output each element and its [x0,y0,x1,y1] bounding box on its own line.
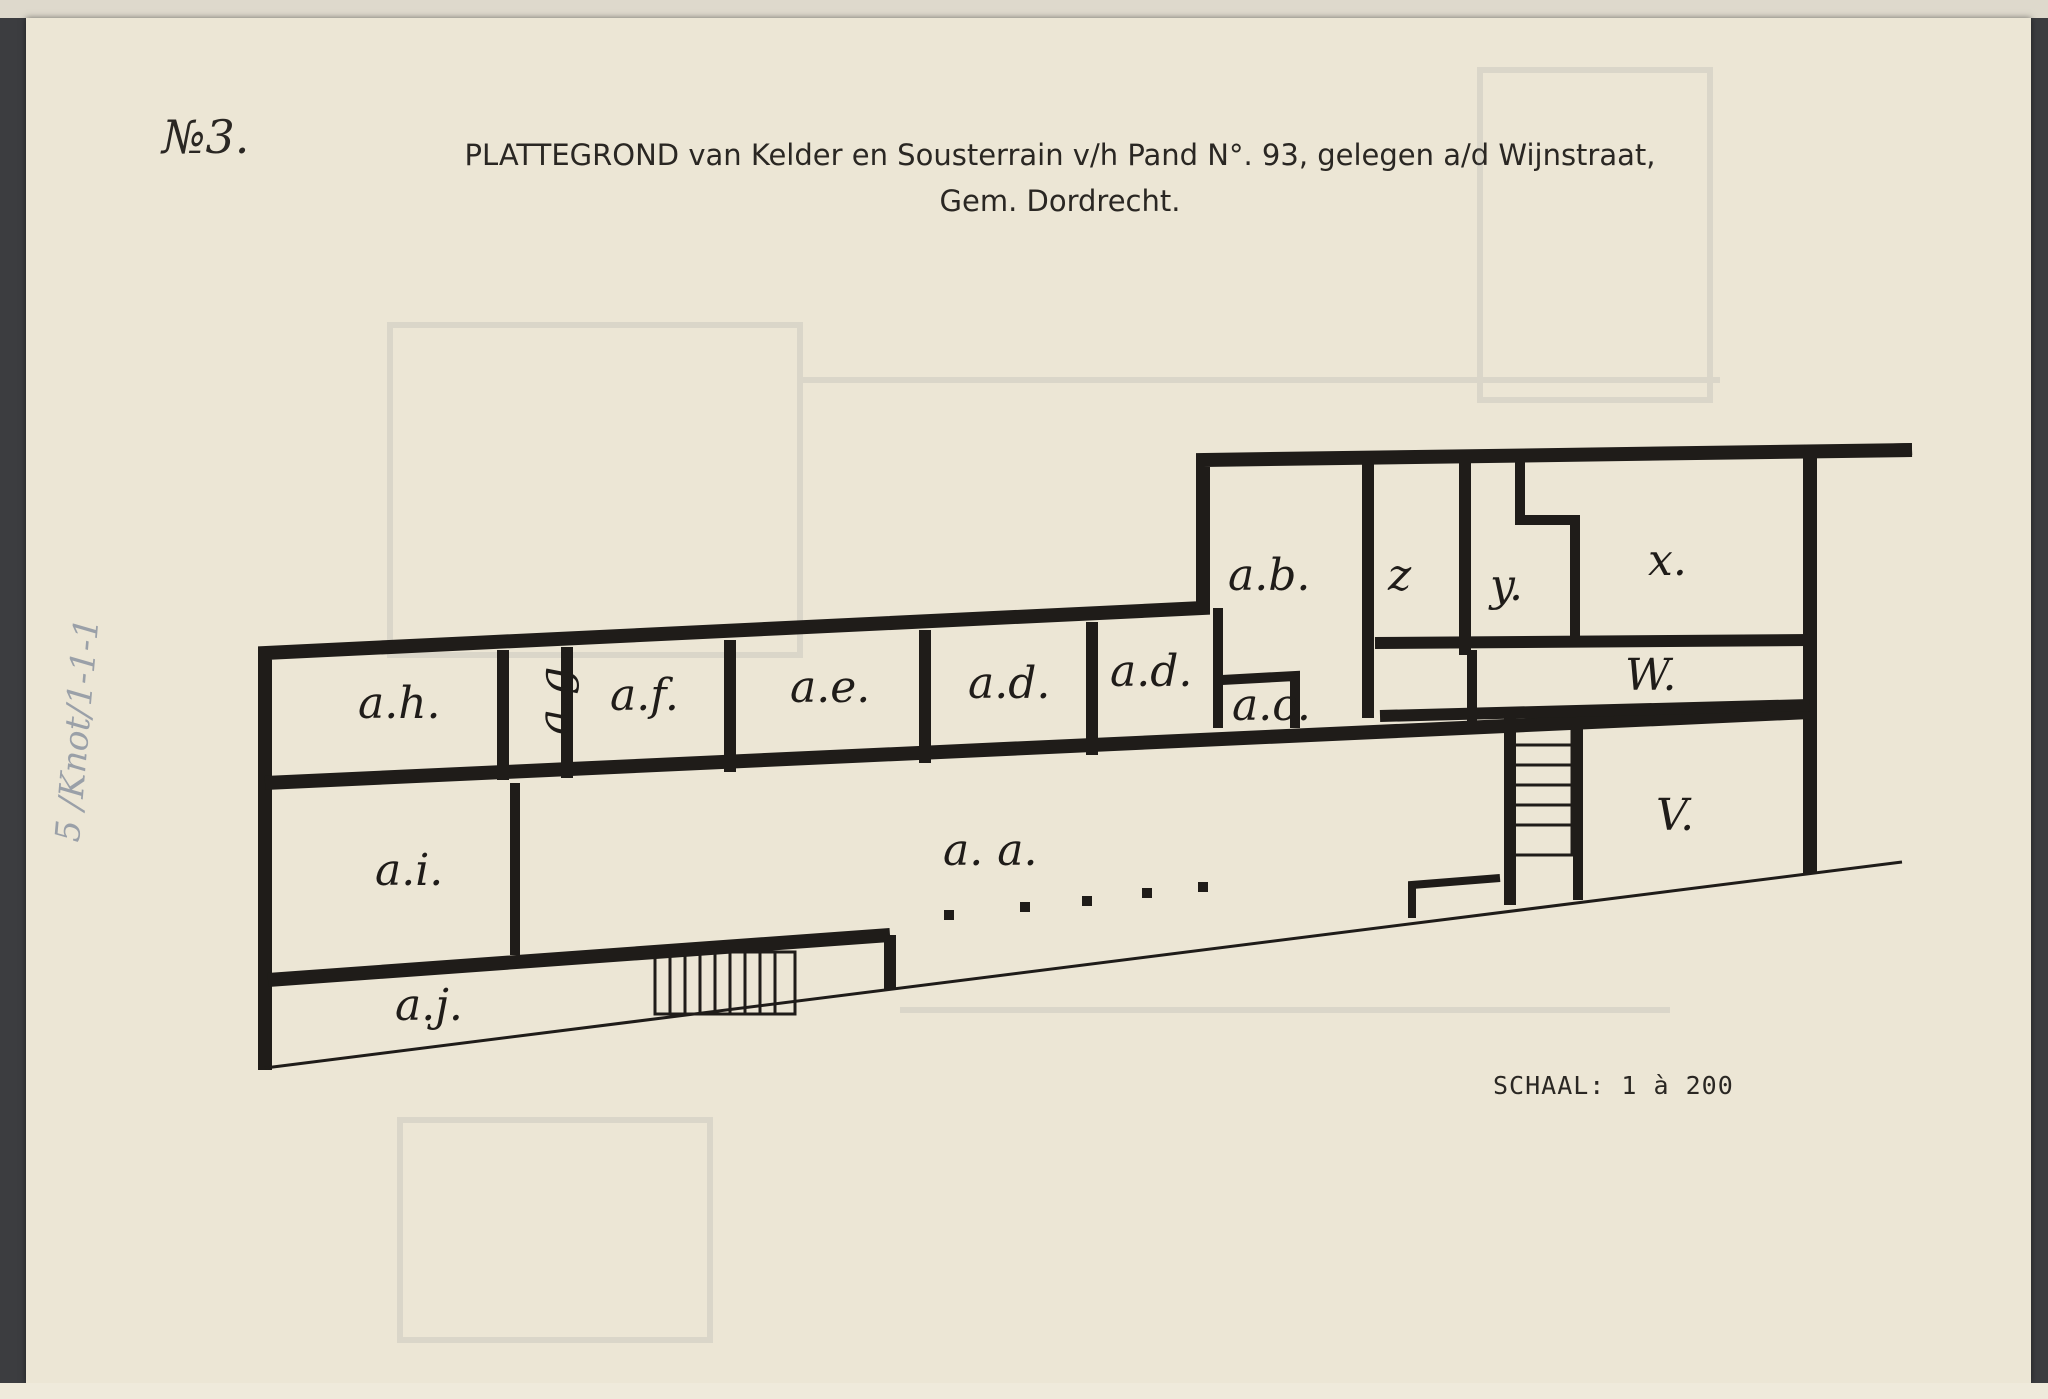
stair-left [653,950,797,1016]
room-label-af: a.f. [610,670,679,721]
room-label-ae: a.e. [790,662,870,713]
scale-note: SCHAAL: 1 à 200 [1493,1071,1734,1100]
room-label-ab: a.b. [1228,550,1310,601]
plan-title: PLATTEGROND van Kelder en Sousterrain v/… [360,132,1760,224]
room-label-x: x. [1648,535,1687,586]
title-line-1: PLATTEGROND van Kelder en Sousterrain v/… [464,138,1656,172]
title-line-2: Gem. Dordrecht. [939,184,1181,218]
room-label-ad-1: a.d. [968,658,1050,709]
room-label-ag: a.g. [529,653,580,735]
scan-bottom-edge [0,1383,2048,1399]
room-labels: a.h. a.g. a.f. a.e. a.d. a.d. a.c. a.b. … [358,535,1694,1031]
plan-sheet [26,18,2031,1383]
room-label-ad-2: a.d. [1110,646,1192,697]
room-label-ah: a.h. [358,678,441,729]
show-through-ghost [387,67,1720,1343]
wall-outline [258,443,1913,1070]
scan-top-edge [0,0,2048,18]
room-label-z: z [1387,550,1412,601]
room-label-aa: a. a. [943,825,1037,876]
room-label-aj: a.j. [395,980,463,1031]
stair-right [1512,723,1574,857]
room-label-w: W. [1625,650,1677,701]
room-label-ai: a.i. [375,845,443,896]
room-label-y: y. [1488,560,1523,611]
sheet-number: №3. [162,110,250,164]
columns [944,882,1208,920]
room-label-ac: a.c. [1232,680,1311,731]
room-label-v: V. [1656,790,1694,841]
